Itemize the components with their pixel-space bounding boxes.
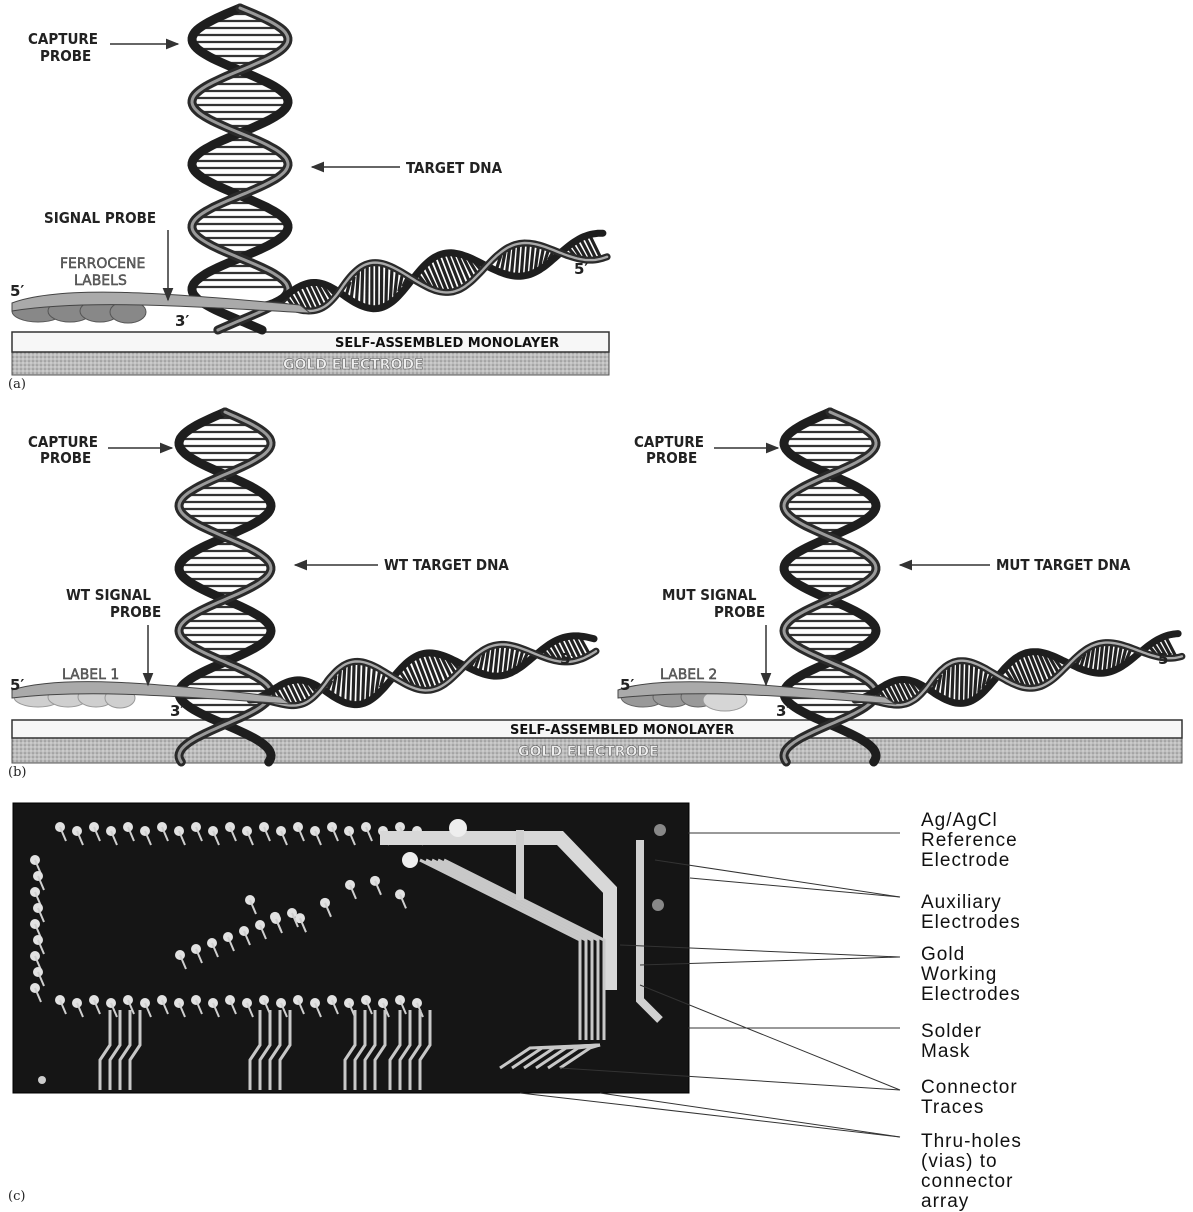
panel-c: Ag/AgCl Reference Electrode Auxiliary El… [8, 803, 1022, 1212]
callout-ag-agcl-2: Reference [921, 830, 1018, 851]
capture-probe-label-b-right-2: PROBE [646, 449, 697, 467]
callout-auxiliary-1: Auxiliary [921, 892, 1002, 913]
target-dna-label-b-right: MUT TARGET DNA [996, 556, 1131, 574]
pcb-photo [13, 803, 689, 1093]
five-prime-left-a: 5′ [10, 282, 24, 300]
label-2-text: LABEL 2 [660, 667, 717, 683]
ferrocene-label-a-2: LABELS [74, 273, 127, 289]
dna-helix-a [192, 8, 288, 330]
capture-probe-label-a-1: CAPTURE [28, 30, 98, 48]
callout-connector-1: Connector [921, 1077, 1018, 1098]
callout-ag-agcl-3: Electrode [921, 850, 1010, 871]
callout-ag-agcl-reference: Ag/AgCl Reference Electrode [921, 810, 1018, 871]
dna-tail-b-left [250, 636, 596, 706]
three-prime-b-right: 3′ [776, 702, 790, 720]
electrode-label-a: GOLD ELECTRODE [283, 357, 424, 373]
callout-auxiliary-2: Electrodes [921, 912, 1021, 933]
callout-ag-agcl-1: Ag/AgCl [921, 810, 998, 831]
three-prime-a: 3′ [175, 312, 189, 330]
monolayer-a: SELF-ASSEMBLED MONOLAYER [12, 332, 609, 352]
monolayer-label-a: SELF-ASSEMBLED MONOLAYER [335, 336, 559, 351]
electrode-label-b: GOLD ELECTRODE [518, 744, 659, 760]
target-dna-label-a: TARGET DNA [406, 159, 503, 177]
signal-probe-label-b-right-1: MUT SIGNAL [662, 586, 757, 604]
callout-thru-1: Thru-holes [921, 1131, 1022, 1152]
five-prime-right-a: 5′ [574, 260, 588, 278]
five-prime-left-b-left: 5′ [10, 676, 24, 694]
capture-probe-label-b-left-2: PROBE [40, 449, 91, 467]
signal-probe-label-b-right-2: PROBE [714, 603, 765, 621]
callout-thru-4: array [921, 1191, 969, 1212]
label-1-text: LABEL 1 [62, 667, 119, 683]
five-prime-left-b-right: 5′ [620, 676, 634, 694]
gold-electrode-a: GOLD ELECTRODE [12, 352, 609, 375]
panel-a: GOLD ELECTRODE SELF-ASSEMBLED MONOLAYER … [8, 8, 609, 392]
signal-probe-label-a: SIGNAL PROBE [44, 209, 156, 227]
dna-helix-b-right [784, 412, 876, 762]
monolayer-label-b: SELF-ASSEMBLED MONOLAYER [510, 723, 734, 738]
three-prime-b-left: 3′ [170, 702, 184, 720]
panel-tag-a: (a) [8, 377, 26, 392]
five-prime-right-b-right: 5′ [1158, 650, 1172, 668]
dna-helix-b-left [179, 412, 271, 762]
callout-connector-2: Traces [921, 1097, 984, 1118]
monolayer-b: SELF-ASSEMBLED MONOLAYER [12, 720, 1182, 738]
callout-solder-mask: Solder Mask [921, 1021, 982, 1062]
callout-gold-3: Electrodes [921, 984, 1021, 1005]
callout-thru-2: (vias) to [921, 1151, 998, 1172]
callout-gold-1: Gold [921, 944, 965, 965]
target-dna-label-b-left: WT TARGET DNA [384, 556, 509, 574]
panel-b: GOLD ELECTRODE SELF-ASSEMBLED MONOLAYER … [8, 412, 1182, 780]
dna-tail-b-right [855, 634, 1182, 706]
signal-probe-label-b-left-2: PROBE [110, 603, 161, 621]
panel-tag-b: (b) [8, 765, 26, 780]
signal-probe-label-b-left-1: WT SIGNAL [66, 586, 151, 604]
callout-thru-3: connector [921, 1171, 1013, 1192]
callout-gold-2: Working [921, 964, 997, 985]
callout-solder-1: Solder [921, 1021, 982, 1042]
callout-thru-holes: Thru-holes (vias) to connector array [921, 1131, 1022, 1212]
ferrocene-label-a-1: FERROCENE [60, 256, 145, 272]
callout-gold-working-electrodes: Gold Working Electrodes [921, 944, 1021, 1005]
panel-tag-c: (c) [8, 1189, 25, 1204]
capture-probe-label-a-2: PROBE [40, 47, 91, 65]
callout-auxiliary-electrodes: Auxiliary Electrodes [921, 892, 1021, 933]
dna-tail-a [265, 233, 607, 311]
five-prime-right-b-left: 5′ [560, 650, 574, 668]
callout-solder-2: Mask [921, 1041, 970, 1062]
callout-connector-traces: Connector Traces [921, 1077, 1018, 1118]
